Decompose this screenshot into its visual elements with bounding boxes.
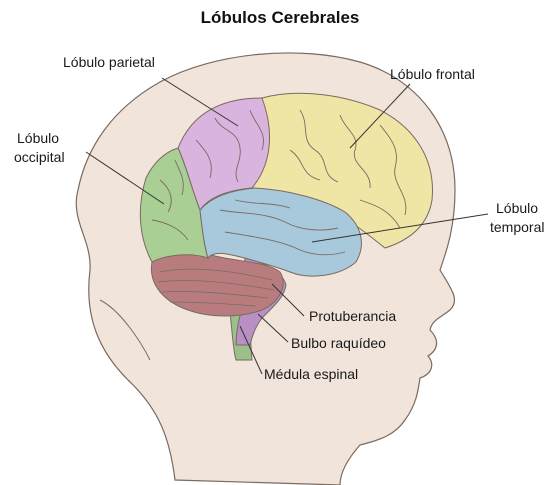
label-frontal: Lóbulo frontal <box>390 66 475 83</box>
label-parietal: Lóbulo parietal <box>63 54 155 71</box>
label-pons: Protuberancia <box>309 308 396 325</box>
label-medulla: Bulbo raquídeo <box>291 335 386 352</box>
label-temporal-line2: temporal <box>490 219 544 236</box>
label-occipital-line1: Lóbulo <box>17 130 59 147</box>
label-occipital-line2: occipital <box>14 149 65 166</box>
label-spinal-cord: Médula espinal <box>264 366 358 383</box>
label-temporal-line1: Lóbulo <box>496 200 538 217</box>
